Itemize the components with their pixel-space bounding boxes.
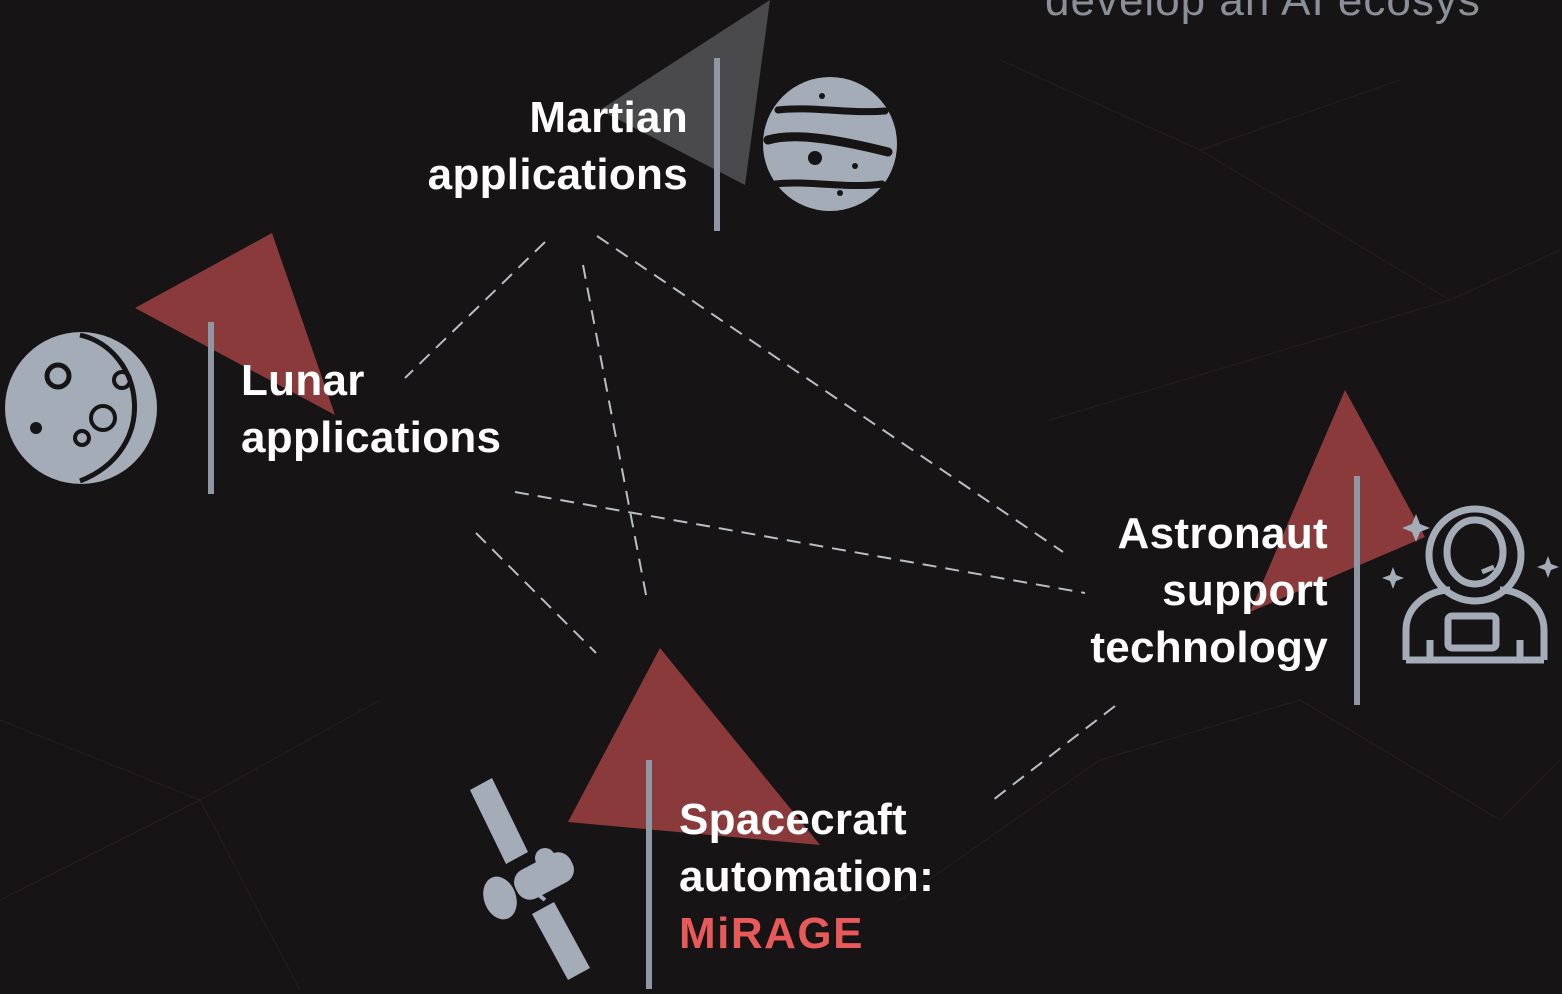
spacecraft-label: Spacecraft automation: MiRAGE <box>679 791 1019 962</box>
header-partial-text: develop an AI ecosys <box>1045 0 1481 25</box>
spacecraft-line2: automation: <box>679 852 935 901</box>
planet-jupiter-icon <box>763 77 897 211</box>
astronaut-red-triangle <box>1250 390 1425 612</box>
lunar-line2: applications <box>241 413 502 462</box>
background-network-texture <box>0 59 1561 991</box>
spacecraft-divider <box>646 760 652 989</box>
astronaut-line2: support <box>1162 566 1328 615</box>
astronaut-divider <box>1354 476 1360 705</box>
moon-icon <box>5 332 157 484</box>
astronaut-icon <box>1382 505 1559 664</box>
astronaut-label: Astronaut support technology <box>1000 505 1328 676</box>
lunar-red-triangle <box>135 233 335 415</box>
satellite-icon <box>470 778 590 980</box>
martian-divider <box>714 58 720 231</box>
lunar-line1: Lunar <box>241 356 365 405</box>
lunar-divider <box>208 322 214 494</box>
lunar-label: Lunar applications <box>241 352 561 466</box>
spacecraft-red-triangle <box>568 648 820 845</box>
astronaut-line3: technology <box>1090 623 1328 672</box>
martian-grey-triangle <box>600 0 770 185</box>
spacecraft-line1: Spacecraft <box>679 795 908 844</box>
mirage-highlight: MiRAGE <box>679 909 864 958</box>
martian-label: Martian applications <box>330 89 688 203</box>
dashed-connectors <box>404 235 1116 801</box>
martian-line1: Martian <box>529 93 688 142</box>
martian-line2: applications <box>427 150 688 199</box>
astronaut-line1: Astronaut <box>1117 509 1328 558</box>
